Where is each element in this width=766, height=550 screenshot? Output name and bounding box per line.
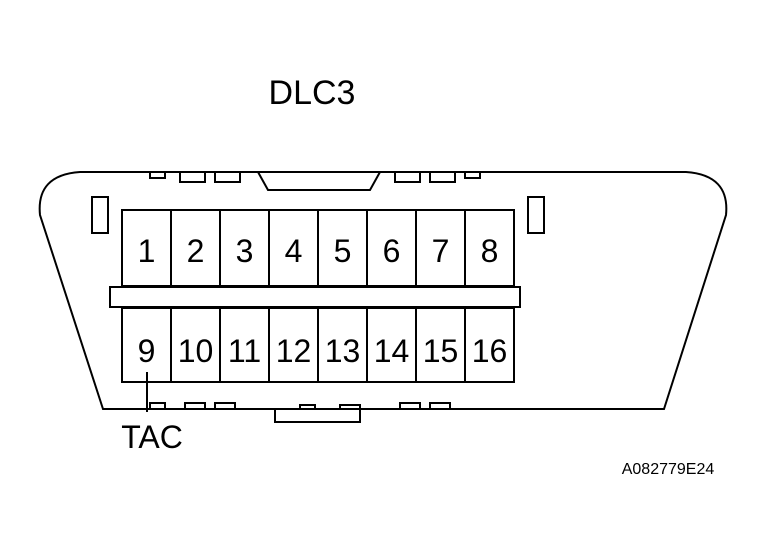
pin-cell-9: 9: [121, 307, 172, 383]
diagram-title: DLC3: [269, 74, 356, 112]
pin-cell-15: 15: [415, 307, 466, 383]
pin-cell-7: 7: [415, 209, 466, 287]
pin-cell-5: 5: [317, 209, 368, 287]
pin-number-12: 12: [276, 333, 312, 369]
pin-cell-3: 3: [219, 209, 270, 287]
pin-box-8: [464, 209, 515, 287]
pin-number-7: 7: [432, 233, 450, 269]
tac-label: TAC: [121, 419, 183, 455]
housing-bottom-notches: [149, 402, 451, 423]
pin-number-8: 8: [481, 233, 499, 269]
pin-number-1: 1: [138, 233, 156, 269]
pin-cell-13: 13: [317, 307, 368, 383]
housing-outline: [38, 171, 728, 410]
figure-id: A082779E24: [622, 461, 715, 478]
pin-cell-10: 10: [170, 307, 221, 383]
pin-number-16: 16: [472, 333, 508, 369]
left-latch: [91, 196, 109, 234]
pin-cell-1: 1: [121, 209, 172, 287]
pin-number-9: 9: [138, 333, 156, 369]
pin-cell-6: 6: [366, 209, 417, 287]
housing-top-notches: [149, 171, 481, 191]
pin-number-11: 11: [228, 333, 261, 369]
pin-number-15: 15: [423, 333, 459, 369]
pin-cell-14: 14: [366, 307, 417, 383]
right-latch: [527, 196, 545, 234]
pin-number-14: 14: [374, 333, 410, 369]
pin-cell-16: 16: [464, 307, 515, 383]
pin-number-6: 6: [383, 233, 401, 269]
pin-number-5: 5: [334, 233, 352, 269]
pin-number-10: 10: [178, 333, 214, 369]
pin-number-4: 4: [285, 233, 303, 269]
pin-number-3: 3: [236, 233, 254, 269]
pin-cell-4: 4: [268, 209, 319, 287]
pin-cell-2: 2: [170, 209, 221, 287]
pin-cell-12: 12: [268, 307, 319, 383]
pin-cell-8: 8: [464, 209, 515, 287]
pin-number-2: 2: [187, 233, 205, 269]
pin-box-16: [464, 307, 515, 383]
pin-number-13: 13: [325, 333, 361, 369]
connector-housing: [38, 171, 728, 423]
pin-cell-11: 11: [219, 307, 270, 383]
center-divider-bar: [109, 286, 521, 308]
